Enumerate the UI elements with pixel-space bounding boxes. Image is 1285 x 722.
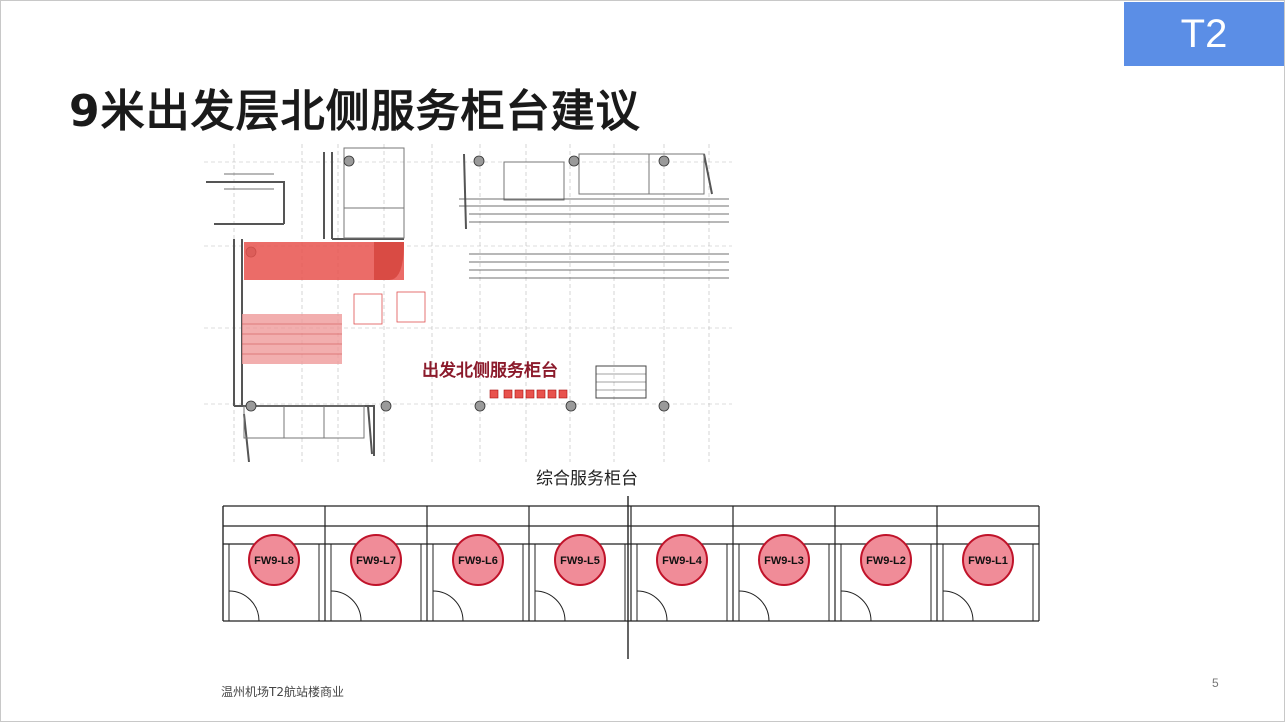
terminal-badge-text: T2 — [1180, 11, 1228, 56]
plan-rooms — [243, 147, 705, 439]
counter-unit: FW9-L1 — [936, 506, 1034, 622]
counter-unit: FW9-L3 — [732, 506, 830, 622]
counter-code: FW9-L3 — [764, 555, 804, 567]
counter-marker — [248, 534, 300, 586]
counter-marker — [452, 534, 504, 586]
counter-code: FW9-L7 — [356, 555, 396, 567]
door-swing — [432, 590, 464, 622]
counter-code: FW9-L8 — [254, 555, 294, 567]
plan-columns — [245, 155, 670, 412]
counter-marker — [656, 534, 708, 586]
counter-unit: FW9-L6 — [426, 506, 524, 622]
plan-hatched-area — [242, 314, 342, 364]
counter-unit: FW9-L8 — [222, 506, 320, 622]
counter-code: FW9-L5 — [560, 555, 600, 567]
door-swing — [840, 590, 872, 622]
door-swing — [228, 590, 260, 622]
plan-red-notes — [353, 291, 426, 325]
counter-units-diagram: FW9-L8 FW9-L7 FW9-L6 FW9-L5 FW9-L4 FW9-L3 FW9-… — [222, 496, 1040, 659]
page-number: 5 — [1212, 676, 1219, 690]
plan-escalator-lines — [596, 373, 646, 391]
counter-marker — [554, 534, 606, 586]
counter-code: FW9-L1 — [968, 555, 1008, 567]
counter-code: FW9-L6 — [458, 555, 498, 567]
counter-unit: FW9-L2 — [834, 506, 932, 622]
plan-counter-label: 出发北侧服务柜台 — [422, 360, 558, 381]
door-swing — [330, 590, 362, 622]
plan-hatching — [242, 323, 342, 355]
plan-counter-units — [489, 389, 568, 399]
counter-unit: FW9-L5 — [528, 506, 626, 622]
counter-code: FW9-L4 — [662, 555, 703, 567]
plan-walls — [206, 152, 713, 462]
slide-title: 9米出发层北侧服务柜台建议 — [69, 86, 641, 137]
counter-unit: FW9-L7 — [324, 506, 422, 622]
door-swing — [534, 590, 566, 622]
plan-escalators — [224, 173, 729, 279]
floor-plan: 出发北侧服务柜台 — [204, 144, 732, 462]
terminal-badge: T2 — [1124, 2, 1284, 66]
door-swing — [636, 590, 668, 622]
counter-marker — [962, 534, 1014, 586]
counter-code: FW9-L2 — [866, 555, 906, 567]
plan-highlight-corner — [374, 242, 404, 280]
counter-marker — [350, 534, 402, 586]
counter-marker — [860, 534, 912, 586]
counter-marker — [758, 534, 810, 586]
door-swing — [942, 590, 974, 622]
counter-caption: 综合服务柜台 — [536, 469, 638, 489]
counter-unit: FW9-L4 — [630, 506, 728, 622]
footer-text: 温州机场T2航站楼商业 — [221, 685, 344, 699]
door-swing — [738, 590, 770, 622]
